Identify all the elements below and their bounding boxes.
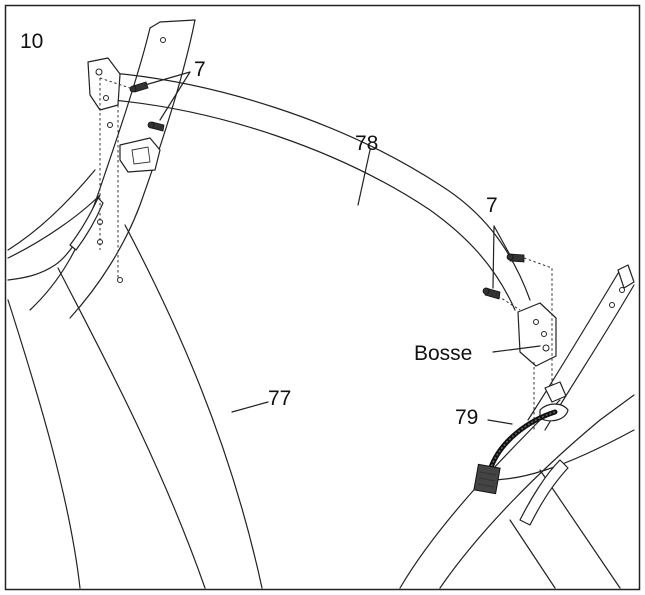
crossbar-left-bracket	[87, 57, 121, 111]
left-frame-clamp	[69, 197, 104, 251]
label-leg: 77	[268, 387, 291, 410]
cable-connector	[473, 463, 501, 495]
bolts-top	[129, 71, 191, 132]
label-crossbar: 78	[355, 132, 378, 155]
label-boss: Bosse	[414, 342, 472, 365]
bolts-right	[482, 225, 525, 300]
label-bolt-right: 7	[486, 194, 498, 217]
left-upright	[29, 19, 196, 319]
leader-lines	[231, 149, 541, 425]
alignment-lines	[99, 77, 553, 430]
right-frame-clamp	[519, 459, 569, 526]
label-bolt-top: 7	[194, 58, 206, 81]
crossbar-78	[87, 57, 557, 367]
step-number: 10	[20, 30, 43, 53]
left-frame-curve	[7, 169, 104, 281]
label-cable: 79	[455, 406, 478, 429]
crossbar-right-plate	[517, 302, 557, 367]
frame-border	[4, 4, 641, 591]
right-upright	[399, 264, 635, 589]
left-hanging-bracket	[119, 137, 161, 173]
leg-77	[7, 224, 263, 589]
boss	[542, 344, 550, 352]
cable-79	[473, 409, 558, 495]
